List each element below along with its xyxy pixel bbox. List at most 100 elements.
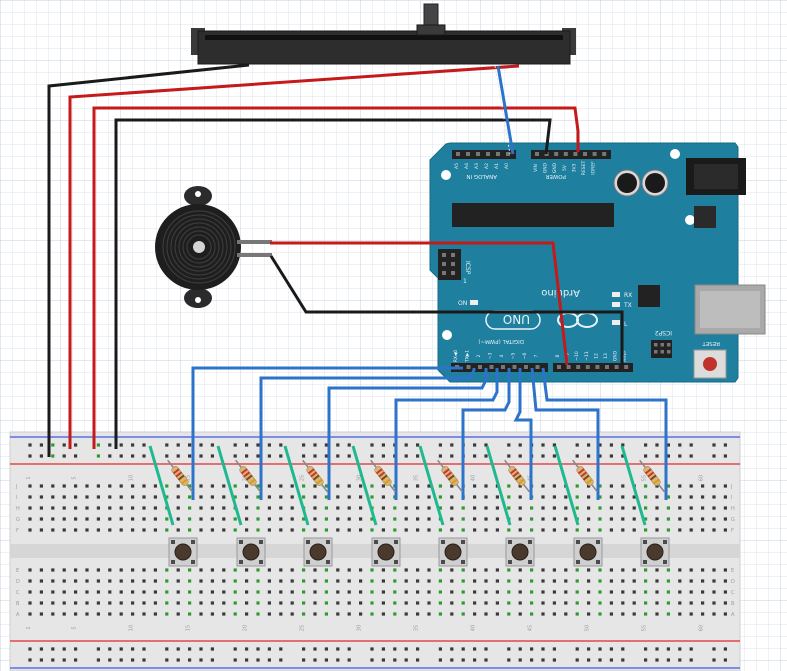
pushbutton-cap[interactable] xyxy=(444,543,462,561)
hole xyxy=(518,658,522,662)
resistor[interactable] xyxy=(502,458,532,494)
resistor[interactable] xyxy=(233,458,263,494)
wire-gnd-rail[interactable] xyxy=(114,118,552,449)
header-pin[interactable] xyxy=(466,152,470,156)
header-pin[interactable] xyxy=(512,365,517,369)
header-pin[interactable] xyxy=(466,365,471,369)
wire-button-signal[interactable] xyxy=(259,368,476,500)
wire-3v3-rail[interactable] xyxy=(92,106,580,449)
header-pin[interactable] xyxy=(566,365,571,369)
hole xyxy=(290,601,294,605)
header-pin[interactable] xyxy=(554,152,559,156)
header-pin[interactable] xyxy=(595,365,600,369)
wire-buzzer-pos[interactable] xyxy=(270,241,569,366)
wire-button-signal[interactable] xyxy=(394,368,499,500)
jumper-ground[interactable] xyxy=(485,445,512,526)
header-pin[interactable] xyxy=(489,365,494,369)
hole xyxy=(438,568,442,572)
header-pin[interactable] xyxy=(456,152,460,156)
pushbutton-cap[interactable] xyxy=(579,543,597,561)
header-pin[interactable] xyxy=(506,152,510,156)
pushbutton[interactable] xyxy=(640,537,670,567)
header-pin[interactable] xyxy=(535,152,539,156)
hole xyxy=(28,590,32,594)
pushbutton[interactable] xyxy=(371,537,401,567)
hole xyxy=(245,647,249,651)
jumper-ground[interactable] xyxy=(216,445,243,526)
header-pin[interactable] xyxy=(583,152,587,156)
pushbuttons xyxy=(168,537,670,567)
header-pin[interactable] xyxy=(557,365,561,369)
pushbutton-cap[interactable] xyxy=(309,543,327,561)
jumper-ground[interactable] xyxy=(351,445,378,526)
resistor[interactable] xyxy=(368,458,398,494)
header-pin[interactable] xyxy=(486,152,490,156)
piezo-buzzer[interactable] xyxy=(155,186,272,308)
resistor[interactable] xyxy=(570,458,600,494)
wire-pot-vcc[interactable] xyxy=(68,64,520,449)
pushbutton[interactable] xyxy=(236,537,266,567)
wire-button-signal[interactable] xyxy=(513,368,533,500)
wire-buzzer-neg[interactable] xyxy=(269,255,624,365)
pushbutton[interactable] xyxy=(438,537,468,567)
jumper-ground[interactable] xyxy=(283,445,310,526)
hole xyxy=(587,647,591,651)
header-pin[interactable] xyxy=(585,365,590,369)
slide-potentiometer[interactable] xyxy=(191,3,576,65)
header-pin[interactable] xyxy=(605,365,609,369)
wire-button-signal[interactable] xyxy=(541,367,668,500)
hole xyxy=(712,601,716,605)
jumper-ground[interactable] xyxy=(620,445,647,526)
pushbutton-cap[interactable] xyxy=(646,543,664,561)
header-pin[interactable] xyxy=(476,152,480,156)
resistor[interactable] xyxy=(165,458,195,494)
pushbutton-cap[interactable] xyxy=(242,543,260,561)
resistors xyxy=(165,458,667,494)
wire-button-signal[interactable] xyxy=(530,367,600,500)
jumper-ground[interactable] xyxy=(553,445,580,526)
resistor[interactable] xyxy=(435,458,465,494)
hole xyxy=(404,528,408,532)
hole xyxy=(39,454,43,458)
wire-button-signal[interactable] xyxy=(461,368,511,500)
header-pin[interactable] xyxy=(524,365,528,369)
header-pin[interactable] xyxy=(535,365,540,369)
reset-button-cap[interactable] xyxy=(703,357,717,371)
header-pin[interactable] xyxy=(563,152,568,156)
header-pin[interactable] xyxy=(624,365,629,369)
header-pin[interactable] xyxy=(496,152,500,156)
resistor[interactable] xyxy=(300,458,330,494)
pushbutton[interactable] xyxy=(505,537,535,567)
pushbutton[interactable] xyxy=(573,537,603,567)
wire-button-signal[interactable] xyxy=(327,368,488,500)
pushbutton-cap[interactable] xyxy=(174,543,192,561)
hole xyxy=(370,590,374,594)
header-pin[interactable] xyxy=(602,152,607,156)
jumper-ground[interactable] xyxy=(418,445,445,526)
header-pin[interactable] xyxy=(614,365,619,369)
hole xyxy=(370,647,374,651)
header-pin[interactable] xyxy=(501,365,505,369)
wire-pot-gnd[interactable] xyxy=(47,63,250,457)
wire-pot-wiper[interactable] xyxy=(496,65,515,155)
header-pin[interactable] xyxy=(576,365,581,369)
hole xyxy=(359,612,363,616)
header-pin[interactable] xyxy=(592,152,597,156)
jumper-ground[interactable] xyxy=(148,445,175,526)
pushbutton[interactable] xyxy=(303,537,333,567)
hole xyxy=(188,528,192,532)
pushbutton-cap[interactable] xyxy=(511,543,529,561)
hole xyxy=(359,579,363,583)
pushbutton-cap[interactable] xyxy=(377,543,395,561)
resistor[interactable] xyxy=(637,458,667,494)
digital-pin-label: RX◀0 xyxy=(453,350,459,363)
hole xyxy=(621,454,625,458)
hole xyxy=(131,601,135,605)
wire-button-signal[interactable] xyxy=(191,366,463,500)
hole xyxy=(473,495,477,499)
header-pin[interactable] xyxy=(573,152,578,156)
header-pin[interactable] xyxy=(478,365,482,369)
hole xyxy=(689,658,693,662)
pushbutton[interactable] xyxy=(168,537,198,567)
